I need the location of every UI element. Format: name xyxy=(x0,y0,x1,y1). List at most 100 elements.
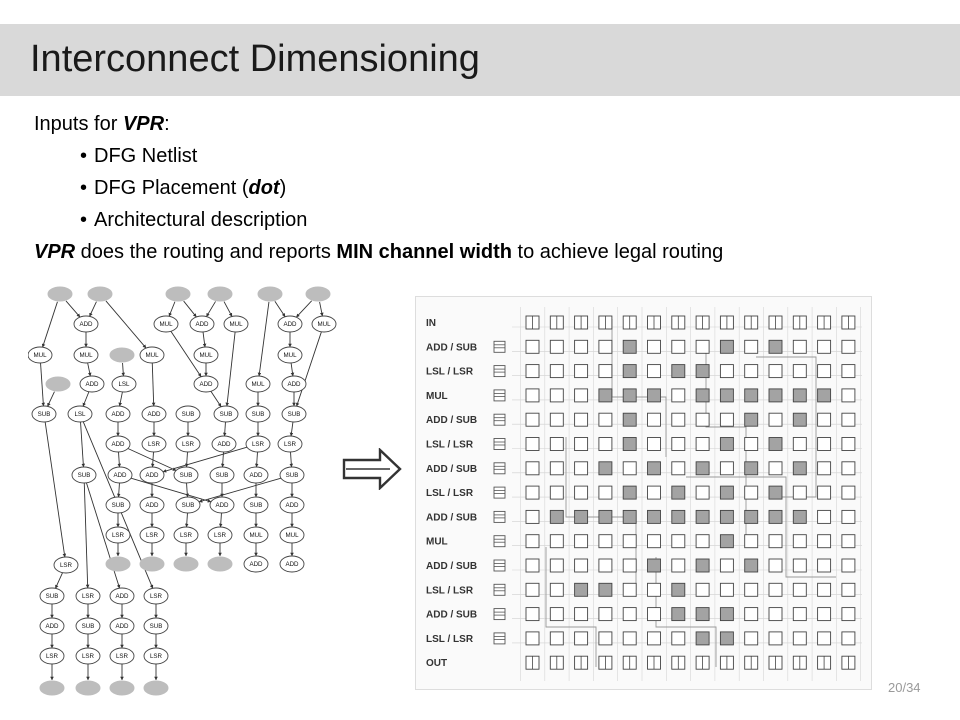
grid-cell xyxy=(817,437,832,451)
grid-cell xyxy=(841,339,856,354)
dfg-node-label: SUB xyxy=(220,411,233,418)
routing-tool: VPR xyxy=(34,241,76,263)
row-switch-block xyxy=(493,510,506,523)
dfg-node: ADD xyxy=(109,587,135,605)
grid-cell xyxy=(817,412,832,427)
dfg-node: ADD xyxy=(105,405,131,423)
io-pad xyxy=(841,315,856,330)
row-switch-block xyxy=(493,583,506,596)
grid-cell xyxy=(744,534,759,549)
dfg-node: LSL xyxy=(111,375,137,393)
io-pad xyxy=(768,655,783,670)
grid-cell xyxy=(574,485,589,500)
bullet-text: DFG Placement ( xyxy=(94,177,249,199)
inputs-suffix: : xyxy=(164,113,170,135)
dfg-edge xyxy=(105,300,147,349)
dfg-node: ADD xyxy=(281,375,307,393)
grid-cell xyxy=(695,339,710,354)
grid-cell-used xyxy=(647,388,661,403)
grid-cell xyxy=(647,412,661,427)
dfg-node: ADD xyxy=(209,496,235,514)
dfg-node: LSR xyxy=(105,526,131,544)
grid-cell xyxy=(671,558,686,573)
dfg-edge xyxy=(254,451,259,468)
dfg-io-node xyxy=(109,347,135,363)
grid-cell xyxy=(574,631,589,646)
grid-cell xyxy=(817,364,832,379)
dfg-edge xyxy=(162,446,248,473)
dfg-node-label: LSR xyxy=(182,441,195,448)
grid-cell xyxy=(549,607,564,622)
row-switch-block xyxy=(493,559,506,572)
io-pad xyxy=(744,655,759,670)
grid-cell xyxy=(598,607,613,622)
grid-cell-used xyxy=(719,631,734,646)
io-pad xyxy=(622,315,637,330)
dfg-io-node xyxy=(75,680,101,696)
dfg-node-label: MUL xyxy=(199,352,213,359)
dfg-node-label: SUB xyxy=(150,623,163,630)
dfg-node-label: ADD xyxy=(285,502,299,509)
grid-cell xyxy=(574,437,589,451)
grid-cell xyxy=(525,509,540,524)
dfg-io-node xyxy=(257,286,283,302)
dfg-node: ADD xyxy=(73,315,99,333)
grid-cell xyxy=(525,461,540,476)
dfg-node-label: SUB xyxy=(182,411,195,418)
grid-cell xyxy=(622,558,637,573)
io-pad xyxy=(647,655,661,670)
dfg-node-label: MUL xyxy=(159,321,173,328)
dfg-io-node xyxy=(173,556,199,572)
dfg-node: SUB xyxy=(245,405,271,423)
dfg-edge xyxy=(183,300,197,318)
io-pad xyxy=(549,655,564,670)
dfg-node: LSR xyxy=(207,526,233,544)
grid-cell xyxy=(671,631,686,646)
bullet-emphasis: dot xyxy=(248,177,280,199)
dfg-node: MUL xyxy=(193,346,219,364)
grid-cell xyxy=(768,364,783,379)
dfg-io-node xyxy=(45,376,71,392)
grid-cell xyxy=(768,412,783,427)
grid-cell-used xyxy=(671,607,686,622)
io-pad xyxy=(598,655,613,670)
grid-cell-used xyxy=(695,607,710,622)
grid-cell xyxy=(768,558,783,573)
dfg-edge xyxy=(168,301,176,317)
grid-cell xyxy=(598,631,613,646)
dfg-node: SUB xyxy=(173,466,199,484)
grid-cell-used xyxy=(695,509,710,524)
grid-cell-used xyxy=(671,509,686,524)
io-pad xyxy=(549,315,564,330)
grid-cell xyxy=(525,388,540,403)
dfg-node-label: MUL xyxy=(317,321,331,328)
grid-cell-used xyxy=(719,339,734,354)
bullet-item: •Architectural description xyxy=(34,204,723,236)
dfg-node-label: SUB xyxy=(78,472,91,479)
dfg-node-label: SUB xyxy=(252,411,265,418)
dfg-node-label: SUB xyxy=(180,472,193,479)
grid-cell xyxy=(549,339,564,354)
dfg-node-label: ADD xyxy=(287,381,301,388)
bullet-item: •DFG Placement (dot) xyxy=(34,172,723,204)
dfg-edge xyxy=(257,301,270,377)
io-pad xyxy=(671,315,686,330)
grid-cell xyxy=(574,388,589,403)
grid-row-label: MUL xyxy=(426,537,448,548)
grid-cell xyxy=(549,412,564,427)
dfg-node: ADD xyxy=(277,315,303,333)
dfg-node-label: ADD xyxy=(115,593,129,600)
dfg-node-label: MUL xyxy=(249,532,263,539)
dfg-node: SUB xyxy=(75,617,101,635)
grid-cell xyxy=(525,339,540,354)
grid-cell xyxy=(671,534,686,549)
grid-cell xyxy=(695,582,710,597)
grid-cell xyxy=(792,582,807,597)
grid-cell-used xyxy=(744,388,759,403)
row-switch-block xyxy=(493,608,506,621)
dfg-node-label: ADD xyxy=(285,561,299,568)
bullet-item: •DFG Netlist xyxy=(34,140,723,172)
inputs-tool: VPR xyxy=(122,113,165,135)
io-pad xyxy=(647,315,661,330)
dfg-node-label: SUB xyxy=(46,593,59,600)
